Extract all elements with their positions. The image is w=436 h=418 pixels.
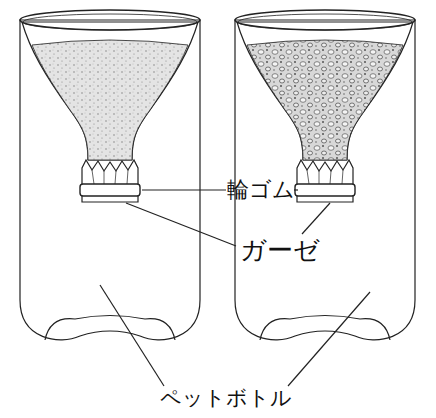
bottle-body xyxy=(20,20,200,340)
bottle-rim xyxy=(23,14,197,30)
filter-material xyxy=(247,40,403,160)
bottle-foot xyxy=(260,316,390,341)
gauze-fold xyxy=(307,170,343,184)
leader-line xyxy=(302,203,330,234)
leader-line xyxy=(142,189,226,190)
pet-bottle xyxy=(20,10,200,340)
funnel xyxy=(237,22,413,160)
gauze-fold xyxy=(92,170,128,184)
rubber-band xyxy=(295,184,355,196)
rubber-band xyxy=(80,184,140,196)
filter-material xyxy=(32,40,188,160)
leader-line xyxy=(100,285,164,386)
bottle-rim xyxy=(238,14,412,30)
pet-bottle xyxy=(235,10,415,340)
part-label: ガーゼ xyxy=(240,236,320,265)
bottle-rim xyxy=(20,10,200,30)
leader-line xyxy=(288,292,370,386)
funnel xyxy=(22,22,198,160)
part-label: 輪ゴム xyxy=(227,178,295,202)
leader-line xyxy=(126,203,236,246)
bottle-foot xyxy=(45,316,175,341)
part-label: ペットボトル xyxy=(160,387,292,410)
bottle-rim xyxy=(235,10,415,30)
